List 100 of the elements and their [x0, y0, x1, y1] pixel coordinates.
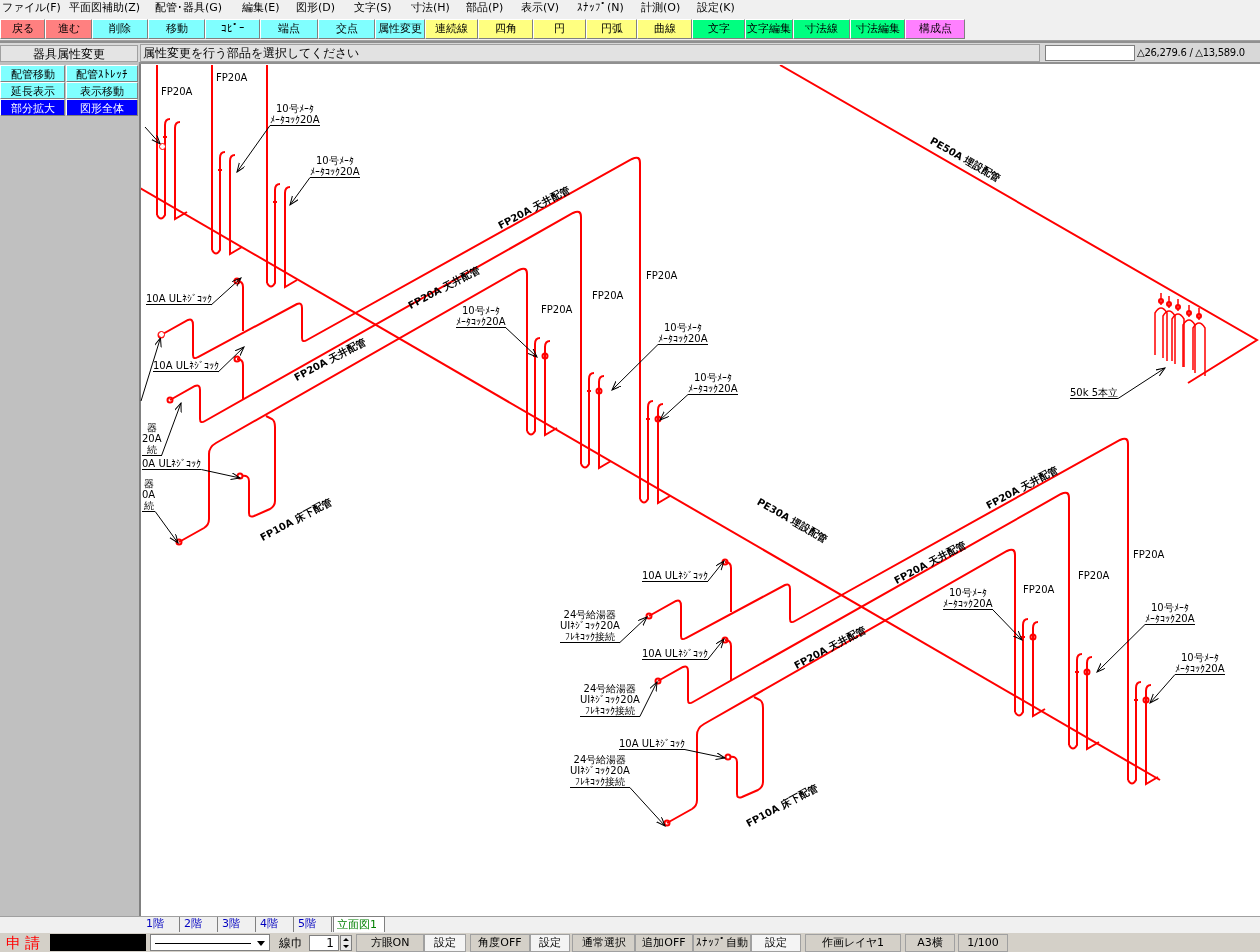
toolbar-button: ｺﾋﾟｰ — [205, 19, 260, 39]
leader-line — [992, 609, 1023, 641]
callout-label: 10A ULﾈｼﾞｺｯｸ — [146, 293, 212, 305]
sheet-tab: 2階 — [181, 917, 218, 932]
command-button: 延長表示 — [0, 82, 65, 99]
leader-line — [611, 344, 659, 391]
leader-line — [211, 277, 242, 305]
menu-item: 図形(D) — [296, 1, 336, 15]
toggle-button: 方眼ON — [356, 934, 424, 952]
pipe-size-label: FP20A — [592, 290, 624, 302]
pipe-size-label: FP20A — [1023, 584, 1055, 596]
callout-label: 24号給湯器 UIﾈｼﾞｺｯｸ20A ﾌﾚｷｺｯｸ接続 — [570, 754, 630, 788]
leader-line — [236, 125, 271, 173]
callout-label: 10号ﾒｰﾀ ﾒｰﾀｺｯｸ20A — [1175, 652, 1225, 675]
command-button: 表示移動 — [66, 82, 138, 99]
leader-line — [289, 177, 311, 206]
leader-line — [1096, 624, 1146, 673]
sheet-tab: 5階 — [295, 917, 332, 932]
toolbar-button: 円 — [533, 19, 586, 39]
settings-button: 設定 — [751, 934, 801, 952]
toolbar-button: 文字 — [692, 19, 745, 39]
menu-item: 平面図補助(Z) — [68, 1, 141, 15]
leader-line — [707, 560, 725, 582]
callout-label: 24号給湯器 UIﾈｼﾞｺｯｸ20A ﾌﾚｷｺｯｸ接続 — [560, 609, 620, 643]
toolbar-button: 移動 — [148, 19, 205, 39]
toggle-button: ｽﾅｯﾌﾟ自動 — [693, 934, 751, 952]
pipe-size-label: FP20A — [161, 86, 193, 98]
toolbar-button: 連続線 — [425, 19, 478, 39]
toolbar-button: 文字編集 — [745, 19, 793, 39]
callout-label: 50k 5本立 — [1070, 387, 1119, 399]
menu-item: 編集(E) — [242, 1, 280, 15]
menu-item: 寸法(H) — [411, 1, 450, 15]
toggle-button: 角度OFF — [470, 934, 530, 952]
sheet-tab: 3階 — [219, 917, 256, 932]
callout-label: 10号ﾒｰﾀ ﾒｰﾀｺｯｸ20A — [1145, 602, 1195, 625]
status-panel: 1/100 — [958, 934, 1008, 952]
toolbar-button: 戻る — [0, 19, 45, 39]
toolbar-button: 削除 — [92, 19, 148, 39]
menu-item: 文字(S) — [354, 1, 392, 15]
status-message: 属性変更を行う部品を選択してください — [143, 45, 359, 61]
menu-item: 配管･器具(G) — [155, 1, 223, 15]
leader-line — [144, 126, 161, 145]
menu-item: ｽﾅｯﾌﾟ(N) — [577, 1, 624, 15]
leader-line — [1117, 367, 1166, 399]
color-box — [50, 934, 146, 951]
leader-line — [200, 469, 241, 480]
callout-label: 10号ﾒｰﾀ ﾒｰﾀｺｯｸ20A — [658, 322, 708, 345]
spinner-field: 1 — [309, 935, 339, 951]
toolbar-button: 寸法線 — [793, 19, 850, 39]
sheet-tab: 4階 — [257, 917, 294, 932]
settings-button: 設定 — [530, 934, 570, 952]
leader-line — [505, 327, 538, 358]
leader-line — [140, 337, 162, 402]
pipe-size-label: FP20A — [1078, 570, 1110, 582]
sheet-tab: 立面図1 — [333, 916, 385, 932]
toolbar-button: 寸法編集 — [850, 19, 905, 39]
toolbar-button: 四角 — [478, 19, 533, 39]
leader-line — [218, 346, 245, 372]
leader-line — [619, 616, 648, 643]
pipe-size-label: FP20A — [1133, 549, 1165, 561]
command-button: 配管移動 — [0, 65, 65, 82]
toolbar-button: 属性変更 — [375, 19, 425, 39]
status-panel: A3横 — [905, 934, 955, 952]
callout-label: 24号給湯器 UIﾈｼﾞｺｯｸ20A ﾌﾚｷｺｯｸ接続 — [580, 683, 640, 717]
callout-label: 10A ULﾈｼﾞｺｯｸ — [642, 648, 708, 660]
command-button: 部分拡大 — [0, 99, 65, 116]
callout-label: 10号ﾒｰﾀ ﾒｰﾀｺｯｸ20A — [310, 155, 360, 178]
callout-label: 10号ﾒｰﾀ ﾒｰﾀｺｯｸ20A — [270, 103, 320, 126]
fixture-symbol — [159, 143, 166, 150]
callout-label: 10号ﾒｰﾀ ﾒｰﾀｺｯｸ20A — [456, 305, 506, 328]
settings-button: 設定 — [424, 934, 466, 952]
sheet-tab: 1階 — [143, 917, 180, 932]
toolbar-button: 進む — [45, 19, 92, 39]
callout-label: 10A ULﾈｼﾞｺｯｸ — [619, 738, 685, 750]
toolbar-button: 端点 — [260, 19, 318, 39]
menu-item: 部品(P) — [466, 1, 504, 15]
toolbar-button: 円弧 — [586, 19, 637, 39]
status-panel: 作画レイヤ1 — [805, 934, 901, 952]
field-label: 線巾 — [278, 935, 304, 952]
menu-item: 計測(O) — [641, 1, 681, 15]
leader-line — [629, 787, 666, 827]
callout-label: 0A ULﾈｼﾞｺｯｸ — [142, 458, 202, 470]
leader-line — [1149, 674, 1176, 704]
leader-line — [684, 749, 726, 761]
pipe-size-label: FP20A — [646, 270, 678, 282]
menu-item: ファイル(F) — [2, 1, 61, 15]
leader-line — [154, 511, 179, 544]
callout-label: 器 20A 続 — [142, 422, 162, 456]
coordinate-readout: △26,279.6 / △13,589.0 — [1137, 46, 1245, 60]
callout-label: 10A ULﾈｼﾞｺｯｸ — [153, 360, 219, 372]
leader-line — [707, 638, 725, 660]
panel-title: 器具属性変更 — [0, 45, 138, 62]
fixture-symbol — [158, 331, 165, 338]
callout-label: 10号ﾒｰﾀ ﾒｰﾀｺｯｸ20A — [688, 372, 738, 395]
toolbar-button: 曲線 — [637, 19, 692, 39]
callout-label: 10号ﾒｰﾀ ﾒｰﾀｺｯｸ20A — [943, 587, 993, 610]
toolbar-button: 構成点 — [905, 19, 965, 39]
menu-item: 表示(V) — [521, 1, 560, 15]
toolbar-button: 交点 — [318, 19, 375, 39]
callout-label: 10A ULﾈｼﾞｺｯｸ — [642, 570, 708, 582]
